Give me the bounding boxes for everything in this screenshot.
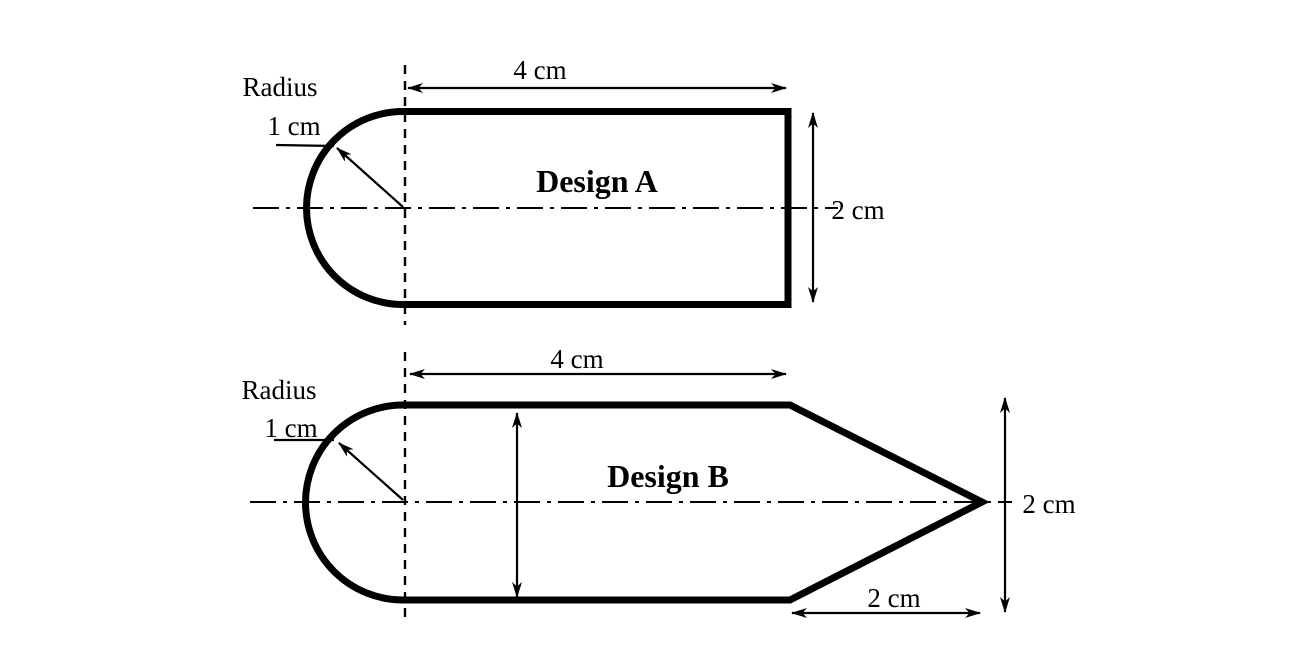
design-a-radius-value: 1 cm bbox=[267, 111, 320, 141]
design-b-radius-word: Radius bbox=[241, 375, 316, 405]
design-b-length-dimension: 4 cm bbox=[409, 344, 787, 379]
design-a-radius-leader-line bbox=[275, 143, 335, 148]
design-a-height-dimension: 2 cm bbox=[808, 112, 885, 303]
design-a-title: Design A bbox=[536, 163, 658, 199]
design-a-radius-annotation: Radius 1 cm bbox=[242, 72, 404, 208]
design-b-outline bbox=[302, 401, 990, 604]
design-a-length-dimension: 4 cm bbox=[407, 55, 787, 93]
design-a-height-label: 2 cm bbox=[831, 195, 884, 225]
design-a-radius-word: Radius bbox=[242, 72, 317, 102]
design-b-title: Design B bbox=[607, 458, 729, 494]
design-b-length-label: 4 cm bbox=[550, 344, 603, 374]
design-a-outline bbox=[303, 108, 792, 308]
design-a-length-label: 4 cm bbox=[513, 55, 566, 85]
design-b-height-dimension: 2 cm bbox=[1000, 397, 1076, 613]
design-b-tip-length-label: 2 cm bbox=[867, 583, 920, 613]
design-b-radius-arrow bbox=[338, 442, 404, 501]
design-a-group: 4 cm 2 cm Radius 1 cm Design A bbox=[242, 55, 885, 325]
design-b-group: 4 cm 2 cm 2 cm Radius 1 cm Des bbox=[241, 344, 1076, 618]
design-b-radius-value: 1 cm bbox=[264, 413, 317, 443]
design-a-radius-arrow bbox=[336, 147, 404, 208]
design-b-radius-annotation: Radius 1 cm bbox=[241, 375, 404, 501]
design-b-tip-length-dimension: 2 cm bbox=[791, 583, 981, 618]
design-b-height-label: 2 cm bbox=[1022, 489, 1075, 519]
